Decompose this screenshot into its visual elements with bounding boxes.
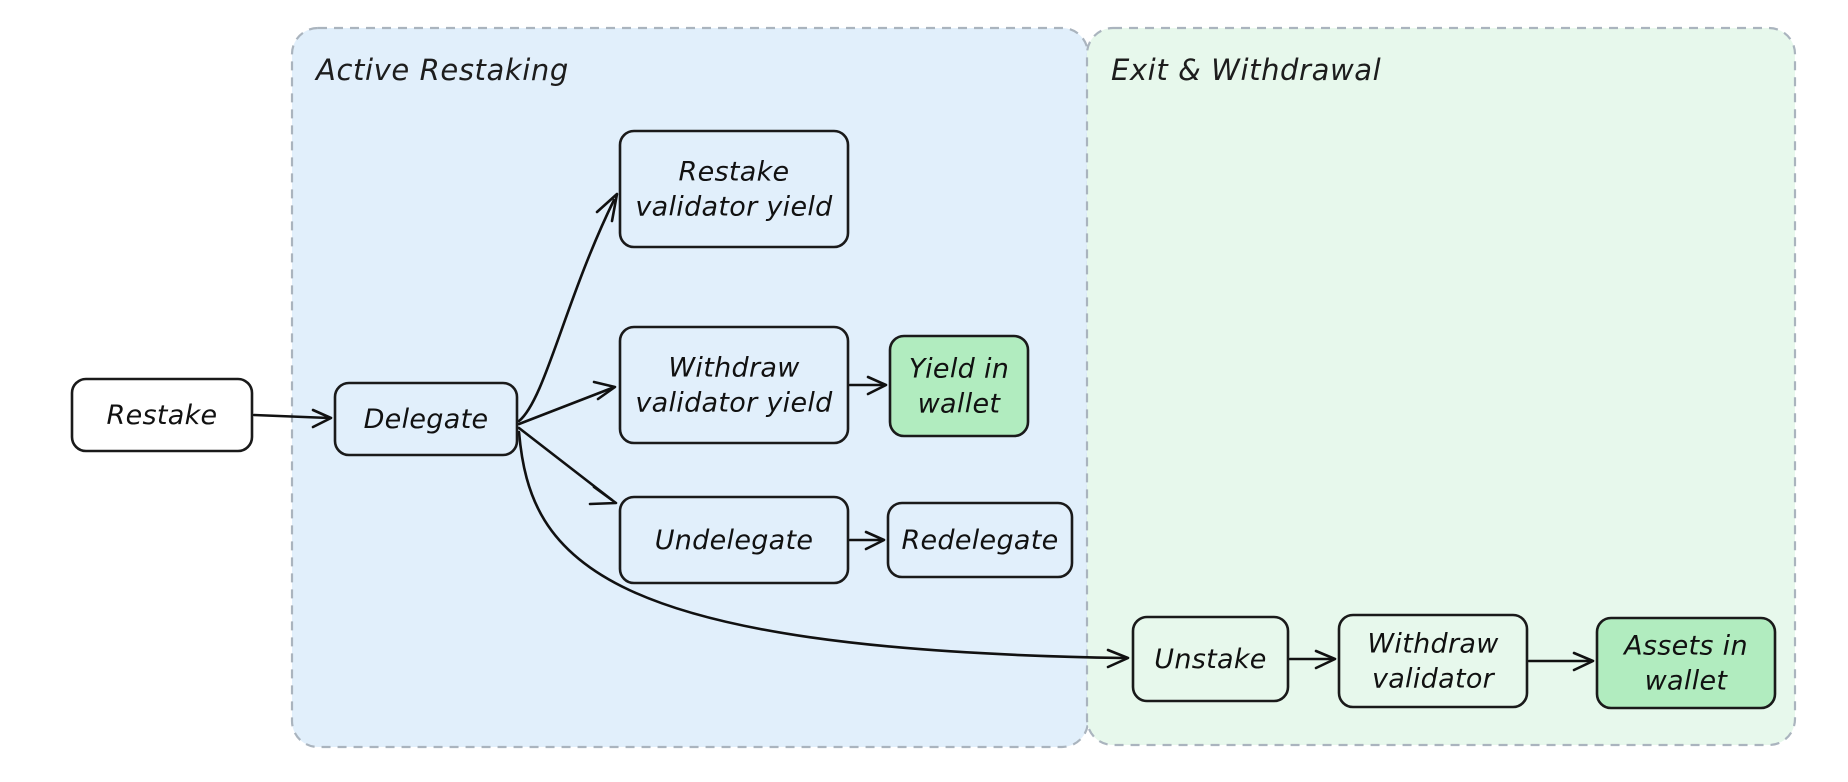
edge-unstake-to-withdraw-validator: [1288, 649, 1337, 670]
node-label-unstake: Unstake: [1154, 644, 1266, 675]
cluster-label-active-restaking: Active Restaking: [314, 53, 569, 87]
edge-delegate-to-withdraw-validator-yield: [517, 380, 617, 426]
node-box-withdraw-validator-yield[interactable]: [618, 325, 850, 445]
cluster-box-exit-withdrawal: [1085, 26, 1797, 747]
node-restake[interactable]: Restake: [70, 377, 254, 453]
edge-line-delegate-to-unstake: [517, 430, 1127, 660]
node-box-undelegate[interactable]: [618, 495, 850, 585]
node-box-withdraw-validator[interactable]: [1337, 613, 1529, 709]
edge-delegate-to-undelegate: [517, 426, 618, 506]
node-box-assets-in-wallet[interactable]: [1595, 616, 1777, 710]
node-label-withdraw-validator: Withdraw: [1367, 629, 1499, 660]
arrowhead-icon: [588, 485, 618, 506]
arrowhead-icon: [592, 380, 617, 401]
node-withdraw-validator[interactable]: Withdraw validator: [1337, 613, 1529, 709]
node-yield-in-wallet[interactable]: Yield in wallet: [888, 334, 1030, 438]
node-label-withdraw-validator: validator: [1372, 664, 1496, 695]
node-label-yield-in-wallet: Yield in: [909, 354, 1009, 385]
edge-delegate-to-restake-validator-yield: [517, 192, 619, 423]
arrowhead-icon: [311, 408, 333, 429]
node-assets-in-wallet[interactable]: Assets in wallet: [1595, 616, 1777, 710]
node-box-unstake[interactable]: [1131, 615, 1290, 703]
arrowhead-icon: [1106, 648, 1130, 669]
edge-layer: [252, 192, 1595, 672]
node-undelegate[interactable]: Undelegate: [618, 495, 850, 585]
node-box-delegate[interactable]: [333, 381, 519, 457]
cluster-label-exit-withdrawal: Exit & Withdrawal: [1111, 53, 1381, 87]
node-label-undelegate: Undelegate: [655, 525, 814, 556]
node-label-delegate: Delegate: [364, 404, 489, 435]
node-withdraw-validator-yield[interactable]: Withdraw validator yield: [618, 325, 850, 445]
node-label-withdraw-validator-yield: Withdraw: [668, 353, 800, 384]
node-label-restake-validator-yield: Restake: [679, 157, 790, 188]
node-box-yield-in-wallet[interactable]: [888, 334, 1030, 438]
node-delegate[interactable]: Delegate: [333, 381, 519, 457]
edge-undelegate-to-redelegate: [848, 530, 886, 551]
node-label-assets-in-wallet: wallet: [1645, 666, 1729, 697]
arrowhead-icon: [595, 192, 619, 223]
node-label-restake-validator-yield: validator yield: [635, 192, 833, 223]
node-redelegate[interactable]: Redelegate: [886, 501, 1074, 579]
node-label-assets-in-wallet: Assets in: [1622, 631, 1748, 662]
arrowhead-icon: [1572, 651, 1595, 672]
node-label-withdraw-validator-yield: validator yield: [635, 388, 833, 419]
node-label-yield-in-wallet: wallet: [918, 389, 1002, 420]
node-unstake[interactable]: Unstake: [1131, 615, 1290, 703]
edge-line-delegate-to-restake-validator-yield: [517, 198, 616, 423]
node-box-redelegate[interactable]: [886, 501, 1074, 579]
node-label-restake: Restake: [107, 400, 218, 431]
edge-withdraw-validator-yield-to-yield-in-wallet: [848, 375, 888, 396]
node-box-restake-validator-yield[interactable]: [618, 129, 850, 249]
edge-restake-to-delegate: [252, 408, 333, 429]
arrowhead-icon: [864, 530, 886, 551]
cluster-exit-withdrawal: Exit & Withdrawal: [1085, 26, 1797, 747]
node-box-restake[interactable]: [70, 377, 254, 453]
node-restake-validator-yield[interactable]: Restake validator yield: [618, 129, 850, 249]
edge-withdraw-validator-to-assets-in-wallet: [1527, 651, 1595, 672]
edge-line-delegate-to-withdraw-validator-yield: [517, 386, 614, 426]
arrowhead-icon: [866, 375, 888, 396]
edge-line-restake-to-delegate: [252, 413, 331, 420]
edge-delegate-to-unstake: [517, 430, 1130, 669]
arrowhead-icon: [1314, 649, 1337, 670]
cluster-layer: Active Restaking Exit & Withdrawal: [290, 26, 1797, 749]
node-label-redelegate: Redelegate: [901, 525, 1058, 556]
